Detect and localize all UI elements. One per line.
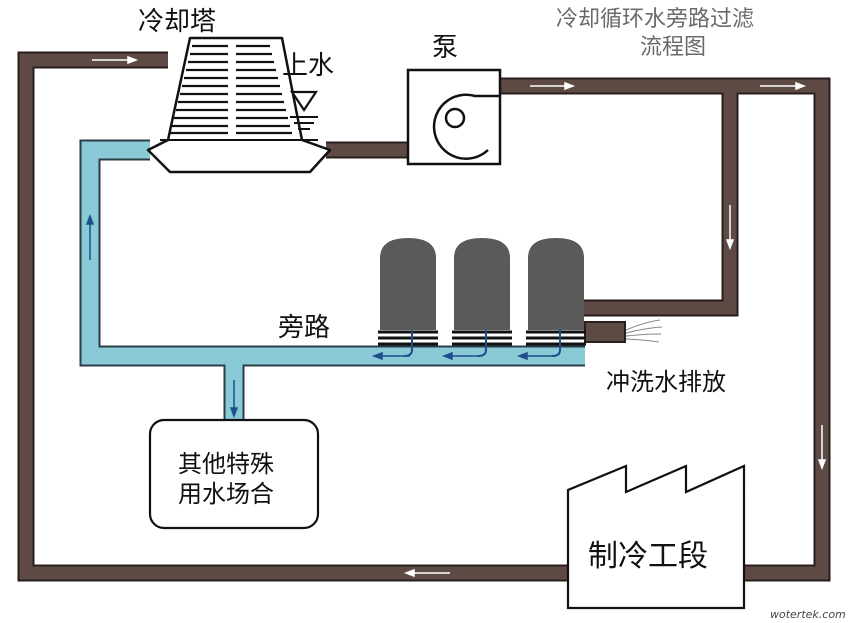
cooling-tower: [146, 36, 332, 174]
refrigeration-factory-icon: [566, 464, 746, 610]
main-flow-arrows: [92, 55, 827, 578]
cooling-tower-body: [146, 36, 332, 174]
filter-tank-2: [452, 238, 512, 357]
pump-impeller-icon: [444, 107, 466, 129]
cooling-tower-louvers: [170, 44, 292, 135]
pump-label: 泵: [432, 33, 458, 63]
bypass-label: 旁路: [278, 313, 330, 343]
water-level-icon: [289, 90, 319, 130]
backwash-discharge-label: 冲洗水排放: [606, 368, 726, 396]
filter-tank-3: [526, 238, 586, 357]
filter-tanks: [378, 238, 586, 357]
refrigeration-label: 制冷工段: [588, 539, 708, 574]
bypass-pipe-fill: [81, 141, 585, 420]
backwash-spray: [625, 319, 663, 343]
bypass-pipe: [79, 139, 585, 420]
diagram-title-line2: 流程图: [640, 35, 706, 60]
filter-tank-1: [378, 238, 438, 357]
special-use-box: [148, 418, 320, 530]
special-use-label-line2: 用水场合: [178, 480, 274, 508]
pump-volute: [432, 93, 500, 160]
diagram-title-line1: 冷却循环水旁路过滤: [556, 7, 754, 32]
special-use-label-line1: 其他特殊: [178, 450, 274, 478]
backwash-outlet-pipe: [584, 321, 626, 343]
cooling-tower-label: 冷却塔: [138, 7, 216, 37]
pump: [406, 68, 502, 166]
makeup-water-label: 上水: [282, 51, 334, 81]
watermark: wotertek.com: [770, 608, 846, 621]
